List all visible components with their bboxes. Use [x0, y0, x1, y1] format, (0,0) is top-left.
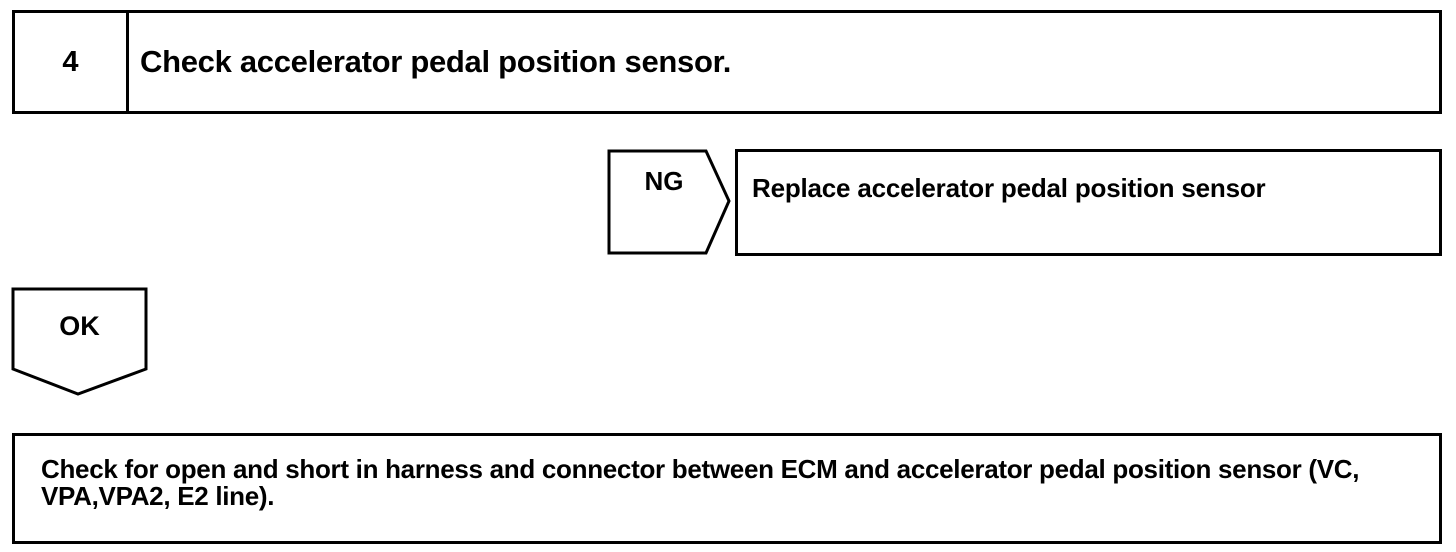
step-title: Check accelerator pedal position sensor. [140, 44, 732, 79]
ng-action-box: Replace accelerator pedal position senso… [735, 149, 1442, 256]
step-divider [126, 13, 129, 111]
next-step-box: Check for open and short in harness and … [12, 433, 1442, 544]
ok-label: OK [59, 311, 100, 341]
step-number: 4 [62, 46, 79, 78]
next-step-text: Check for open and short in harness and … [41, 454, 1360, 511]
ng-label: NG [644, 166, 684, 196]
ng-arrow-shape [607, 149, 731, 255]
ok-arrow-shape [11, 287, 148, 396]
step-header-box: 4 Check accelerator pedal position senso… [12, 10, 1442, 114]
ng-action-text: Replace accelerator pedal position senso… [752, 173, 1266, 203]
